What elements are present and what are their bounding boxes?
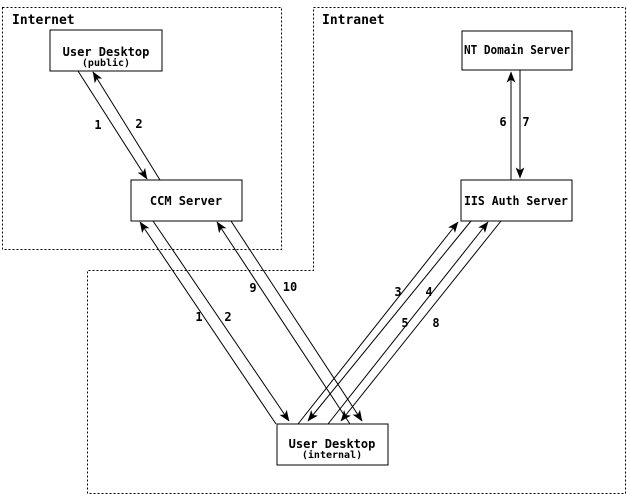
- edge-label-1-public: 1: [94, 118, 101, 132]
- edge-label-1-internal: 1: [195, 310, 202, 324]
- edge-label-2-internal: 2: [224, 310, 231, 324]
- edge-label-10: 10: [283, 280, 297, 294]
- intranet-zone-label: Intranet: [322, 13, 385, 28]
- edge-label-2-public: 2: [135, 117, 142, 131]
- ccm-server-label: CCM Server: [150, 194, 222, 208]
- user-desktop-internal-box: [276, 423, 389, 466]
- edge-label-5: 5: [401, 316, 408, 330]
- edge-label-7: 7: [522, 115, 529, 129]
- node-iis-auth-server: IIS Auth Server: [460, 179, 573, 222]
- user-desktop-public-box: [49, 29, 163, 72]
- edge-9-internal-desktop-to-ccm: [216, 221, 351, 425]
- user-desktop-internal-sublabel: (internal): [302, 449, 362, 461]
- node-ccm-server: CCM Server: [130, 179, 243, 222]
- edge-4-iis-to-internal-desktop: [307, 220, 472, 422]
- edge-label-4: 4: [425, 285, 432, 299]
- nt-domain-server-box: [461, 30, 573, 71]
- user-desktop-internal-label: User Desktop: [289, 437, 376, 451]
- edge-label-6: 6: [499, 115, 506, 129]
- edge-label-3: 3: [394, 285, 401, 299]
- node-nt-domain-server: NT Domain Server: [461, 30, 573, 71]
- iis-auth-server-box: [460, 179, 573, 222]
- edge-5-internal-desktop-to-iis: [327, 221, 489, 425]
- edge-2-ccm-to-public-desktop: [92, 71, 161, 181]
- internet-zone-border: [2, 7, 282, 250]
- edge-1-public-desktop-to-ccm: [77, 70, 148, 180]
- edge-label-8: 8: [432, 316, 439, 330]
- edge-2-ccm-to-internal-desktop: [152, 220, 290, 422]
- edge-10-ccm-to-internal-desktop: [230, 220, 363, 422]
- user-desktop-public-sublabel: (public): [82, 57, 130, 69]
- edge-1-internal-desktop-to-ccm: [139, 221, 277, 425]
- node-user-desktop-public: User Desktop (public): [49, 29, 163, 72]
- user-desktop-public-label: User Desktop: [63, 45, 150, 59]
- node-user-desktop-internal: User Desktop (internal): [276, 423, 389, 466]
- edge-3-internal-desktop-to-iis: [297, 221, 459, 425]
- iis-auth-server-label: IIS Auth Server: [464, 194, 568, 208]
- internet-zone-label: Internet: [12, 13, 75, 28]
- intranet-zone-border: [87, 7, 626, 494]
- edge-label-9: 9: [249, 281, 256, 295]
- nt-domain-server-label: NT Domain Server: [464, 43, 570, 57]
- ccm-server-box: [130, 179, 243, 222]
- edge-8-iis-to-internal-desktop: [340, 220, 502, 422]
